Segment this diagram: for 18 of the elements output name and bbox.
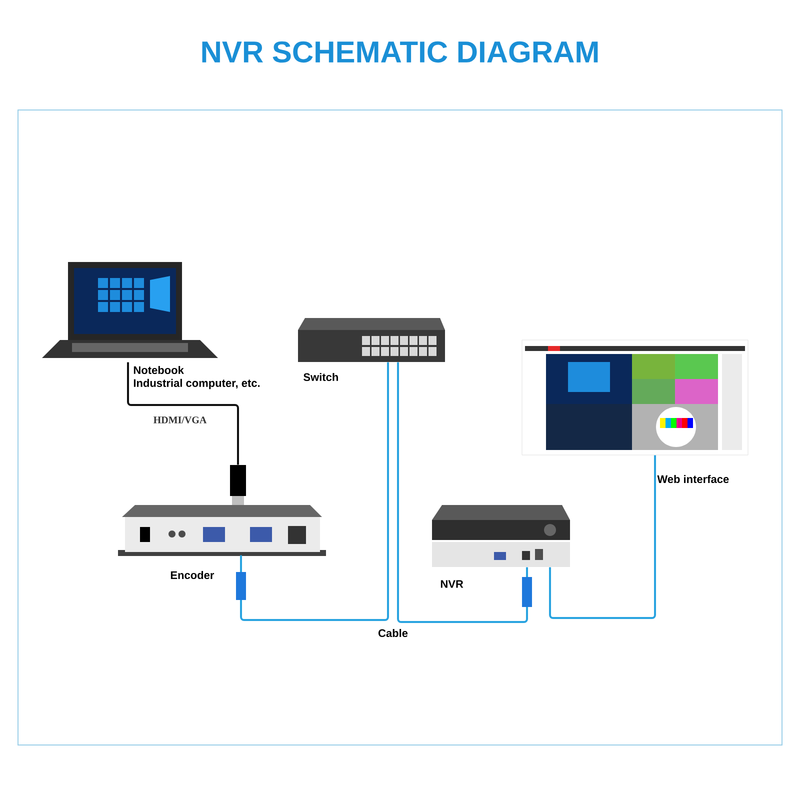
cable xyxy=(397,362,528,623)
laptop-drawing xyxy=(42,262,218,358)
device-label: Notebook xyxy=(134,366,184,374)
device-label: NVR xyxy=(440,580,464,588)
nvr-drawing xyxy=(432,505,570,567)
device-label: Web interface xyxy=(657,474,729,484)
encoder-drawing xyxy=(118,465,326,556)
device-label: Encoder xyxy=(170,570,214,580)
edge-label: HDMI/VGA xyxy=(152,416,208,424)
cable xyxy=(549,455,656,619)
cable xyxy=(240,362,389,621)
device-label: Switch xyxy=(304,372,338,382)
cable xyxy=(127,362,239,465)
switch-drawing xyxy=(298,318,445,362)
device-label: Industrial computer, etc. xyxy=(134,378,260,390)
screenshot-drawing xyxy=(522,340,748,456)
title: NVR SCHEMATIC DIAGRAM xyxy=(202,41,598,63)
text-label: Cable xyxy=(377,628,409,638)
